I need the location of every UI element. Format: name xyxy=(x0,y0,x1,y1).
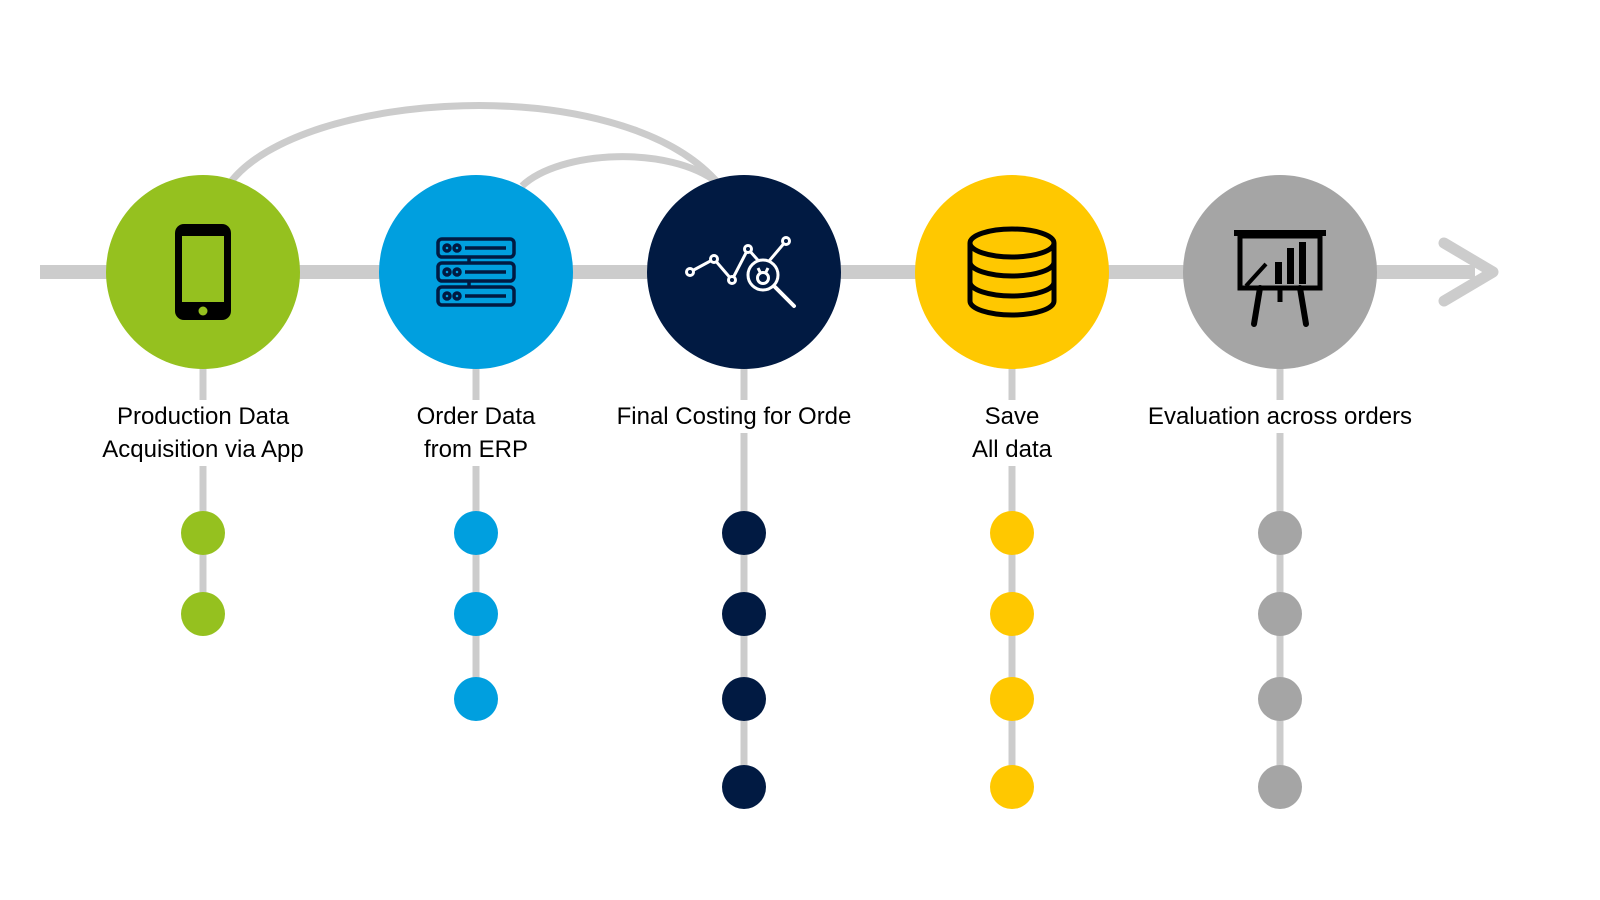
smartphone-icon xyxy=(175,224,231,320)
step-dot-erp-1 xyxy=(454,511,498,555)
step-label-evaluation: Evaluation across orders xyxy=(1139,400,1421,433)
connector-arc-erp-to-costing xyxy=(519,153,721,189)
step-dot-save-4 xyxy=(990,765,1034,809)
step-dot-acquisition-2 xyxy=(181,592,225,636)
step-dot-costing-3 xyxy=(722,677,766,721)
step-dot-save-3 xyxy=(990,677,1034,721)
step-label-acquisition: Production Data Acquisition via App xyxy=(43,400,363,466)
step-dot-evaluation-1 xyxy=(1258,511,1302,555)
step-dot-save-1 xyxy=(990,511,1034,555)
step-dot-evaluation-4 xyxy=(1258,765,1302,809)
step-label-costing: Final Costing for Orders xyxy=(608,400,880,433)
presentation-icon xyxy=(1234,230,1326,327)
step-dot-erp-3 xyxy=(454,677,498,721)
database-icon xyxy=(967,226,1057,318)
step-dot-acquisition-1 xyxy=(181,511,225,555)
step-dot-evaluation-2 xyxy=(1258,592,1302,636)
step-dot-save-2 xyxy=(990,592,1034,636)
step-dot-erp-2 xyxy=(454,592,498,636)
step-dot-costing-1 xyxy=(722,511,766,555)
step-dot-costing-4 xyxy=(722,765,766,809)
step-label-save: Save All data xyxy=(852,400,1172,466)
step-dot-evaluation-3 xyxy=(1258,677,1302,721)
step-circle-costing xyxy=(647,175,841,369)
server-icon xyxy=(436,237,516,307)
analytics-icon xyxy=(685,236,796,308)
arrow-head xyxy=(1438,237,1499,307)
step-label-erp: Order Data from ERP xyxy=(316,400,636,466)
connector-arc-acquisition-to-costing xyxy=(227,102,721,186)
step-dot-costing-2 xyxy=(722,592,766,636)
step-circle-save xyxy=(915,175,1109,369)
